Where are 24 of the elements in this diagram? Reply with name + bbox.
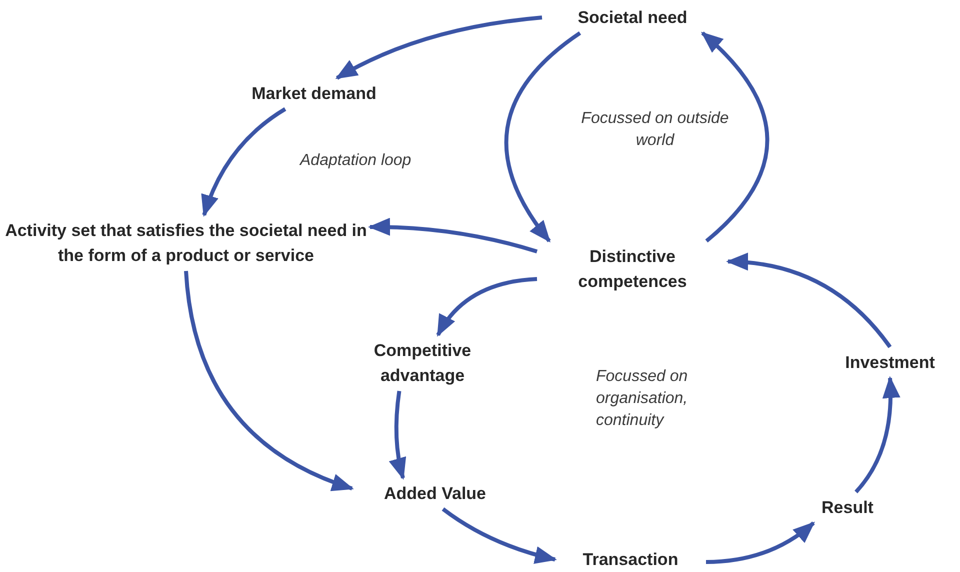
- curved-arrow: [701, 32, 770, 242]
- curved-arrow: [184, 270, 354, 490]
- curved-arrow: [504, 31, 582, 243]
- curved-arrow: [854, 376, 900, 494]
- curved-arrow: [202, 107, 286, 217]
- node-label: Transaction: [558, 547, 703, 572]
- node-label: Activity set that satisfies the societal need in the form of a product or service: [5, 218, 367, 268]
- annotation-text: Focussed on organisation, continuity: [596, 367, 689, 431]
- node-label: Result: [805, 495, 890, 520]
- annotation-text: Focussed on outside world: [580, 109, 730, 151]
- curved-arrow: [368, 218, 538, 254]
- curved-arrow: [436, 277, 538, 337]
- curved-arrow: [335, 16, 542, 80]
- node-label: Market demand: [218, 81, 410, 106]
- node-label: Societal need: [545, 5, 720, 30]
- curved-arrow: [442, 507, 557, 564]
- node-label: Distinctive competences: [540, 244, 725, 294]
- node-label: Added Value: [355, 481, 515, 506]
- curved-arrow: [706, 521, 816, 564]
- curved-arrow: [726, 253, 892, 348]
- node-label: Investment: [822, 350, 958, 375]
- annotation-text: Adaptation loop: [300, 151, 412, 171]
- node-label: Competitive advantage: [345, 338, 500, 388]
- curved-arrow: [389, 390, 407, 480]
